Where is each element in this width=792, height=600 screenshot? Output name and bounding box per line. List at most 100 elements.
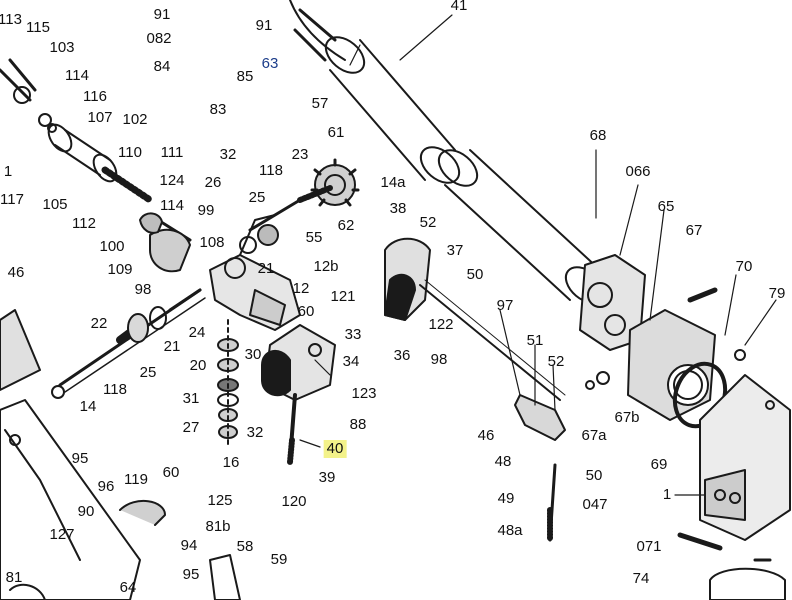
part-label: 112 (72, 215, 96, 232)
part-label: 52 (547, 353, 565, 370)
part-label: 25 (139, 364, 157, 381)
part-label: 121 (330, 288, 356, 305)
part-label: 082 (146, 30, 172, 47)
gear-61 (239, 158, 360, 254)
part-label: 48a (497, 522, 523, 539)
part-label: 118 (103, 381, 127, 398)
bolt-67 (585, 287, 775, 551)
part-label: 46 (7, 264, 25, 281)
part-label: 16 (222, 454, 240, 471)
nozzle-1 (699, 374, 791, 541)
part-label: 88 (349, 416, 367, 433)
part-label: 84 (153, 58, 171, 75)
part-label: 125 (207, 492, 233, 509)
part-label: 109 (107, 261, 133, 278)
part-label: 113 (0, 11, 22, 28)
part-label: 103 (49, 39, 75, 56)
shaft-assembly-left (0, 58, 192, 273)
part-label: 85 (236, 68, 254, 85)
part-label: 1 (3, 163, 13, 180)
part-label: 62 (337, 217, 355, 234)
part-label: 21 (257, 260, 275, 277)
part-label: 95 (182, 566, 200, 583)
part-label: 90 (77, 503, 95, 520)
part-label: 74 (632, 570, 650, 587)
stud-40 (287, 393, 297, 465)
part-label: 68 (589, 127, 607, 144)
part-label: 32 (246, 424, 264, 441)
part-label: 119 (124, 471, 148, 488)
part-label: 98 (134, 281, 152, 298)
leader-lines (299, 14, 777, 496)
part-label-highlighted: 40 (323, 440, 347, 458)
bracket-60 (261, 324, 336, 401)
part-label: 57 (311, 95, 329, 112)
part-label: 58 (236, 538, 254, 555)
part-label: 46 (477, 427, 495, 444)
part-label: 83 (209, 101, 227, 118)
part-label: 81b (205, 518, 231, 535)
part-label: 32 (219, 146, 237, 163)
part-label: 67a (581, 427, 607, 444)
part-label: 111 (160, 144, 184, 161)
part-label: 97 (496, 297, 514, 314)
part-label: 64 (119, 579, 137, 596)
part-label: 48 (494, 453, 512, 470)
part-label: 114 (65, 67, 89, 84)
pushrod-14 (51, 288, 206, 399)
part-label: 123 (351, 385, 377, 402)
plate-51 (514, 394, 566, 543)
part-label: 108 (199, 234, 225, 251)
part-label: 22 (90, 315, 108, 332)
part-label: 23 (291, 146, 309, 163)
part-label: 79 (768, 285, 786, 302)
part-label: 96 (97, 478, 115, 495)
part-label: 14 (79, 398, 97, 415)
part-label: 61 (327, 124, 345, 141)
part-label: 60 (162, 464, 180, 481)
part-label: 122 (428, 316, 454, 333)
part-label: 047 (582, 496, 608, 513)
part-label: 81 (5, 569, 23, 586)
part-label: 127 (49, 526, 75, 543)
part-label: 1 (662, 486, 672, 503)
lever-52 (384, 237, 566, 401)
part-label: 70 (735, 258, 753, 275)
part-label: 21 (163, 338, 181, 355)
part-label: 59 (270, 551, 288, 568)
part-label: 115 (26, 19, 50, 36)
part-label: 33 (344, 326, 362, 343)
part-label: 91 (255, 17, 273, 34)
part-label: 25 (248, 189, 266, 206)
part-label: 69 (650, 456, 668, 473)
part-label: 066 (625, 163, 651, 180)
part-label: 110 (118, 144, 142, 161)
part-label: 95 (71, 450, 89, 467)
part-label: 26 (204, 174, 222, 191)
part-label: 55 (305, 229, 323, 246)
part-label: 67b (614, 409, 640, 426)
body-12 (209, 198, 302, 331)
part-label: 14a (380, 174, 406, 191)
part-label: 91 (153, 6, 171, 23)
part-label: 118 (259, 162, 283, 179)
part-label: 114 (160, 197, 184, 214)
frame-left (0, 309, 241, 600)
part-label: 116 (83, 88, 107, 105)
part-label: 30 (244, 346, 262, 363)
part-label: 120 (281, 493, 307, 510)
part-label: 124 (159, 172, 185, 189)
part-label: 12b (313, 258, 339, 275)
part-label: 99 (197, 202, 215, 219)
part-label: 67 (685, 222, 703, 239)
part-label: 38 (389, 200, 407, 217)
part-label: 24 (188, 324, 206, 341)
part-label: 117 (0, 191, 24, 208)
part-label: 071 (636, 538, 662, 555)
body-65 (627, 309, 728, 429)
part-label: 12 (292, 280, 310, 297)
seal-stack (217, 319, 239, 446)
part-label: 100 (99, 238, 125, 255)
part-label: 50 (585, 467, 603, 484)
